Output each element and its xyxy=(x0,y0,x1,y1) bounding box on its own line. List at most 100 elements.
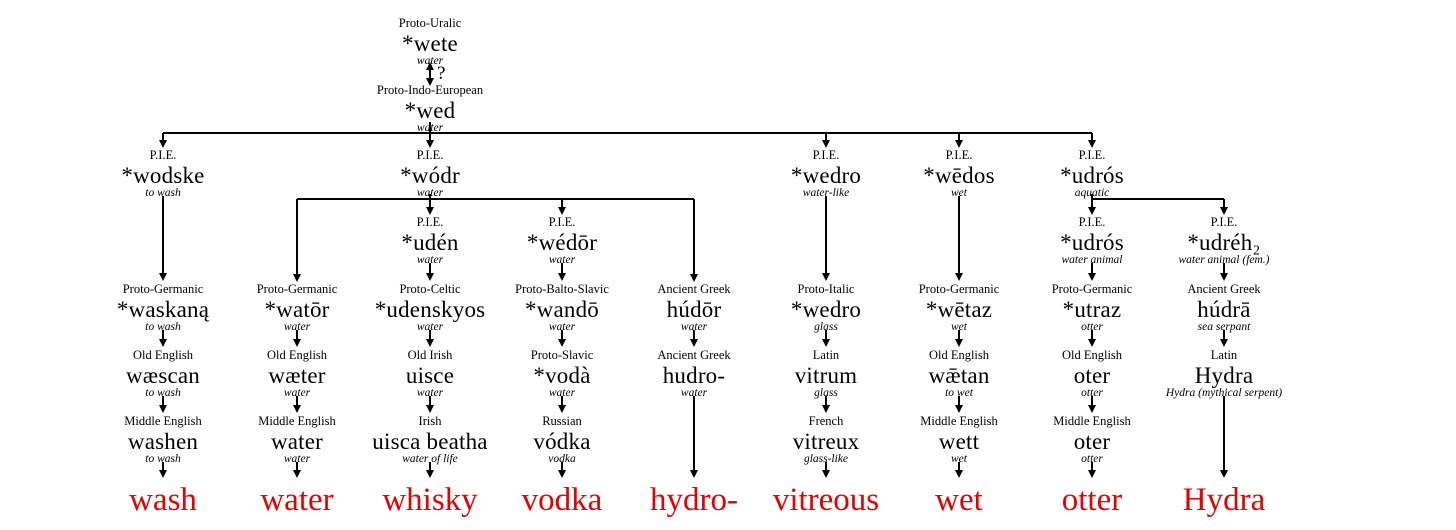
wet-modern-word: wet xyxy=(935,482,983,518)
vodka-node-3-gloss: vodka xyxy=(548,452,576,465)
arrowhead xyxy=(159,470,167,478)
hydro-node-1-lang: Ancient Greek xyxy=(657,348,731,362)
otter-node-3-gloss: otter xyxy=(1081,452,1103,465)
proto-uralic-node-lang: Proto-Uralic xyxy=(398,16,462,30)
vodka-node-1-lang: Proto-Balto-Slavic xyxy=(515,282,609,296)
hydro-node-0-lang: Ancient Greek xyxy=(657,282,731,296)
arrowhead xyxy=(558,339,566,347)
arrowhead xyxy=(1220,339,1228,347)
water-node-1-word: wæter xyxy=(268,362,326,388)
arrowhead xyxy=(690,339,698,347)
proto-uralic-node-word: *wete xyxy=(402,30,458,56)
whisky-node-2-lang: Old Irish xyxy=(407,348,453,362)
udros-node-gloss: aquatic xyxy=(1074,186,1110,199)
whisky-node-1-word: *udenskyos xyxy=(374,296,486,322)
vodka-node-2-gloss: water xyxy=(548,386,576,399)
otter-node-1-gloss: otter xyxy=(1081,320,1103,333)
water-node-2-word: water xyxy=(270,428,324,454)
hydra-modern-word: Hydra xyxy=(1182,482,1266,518)
otter-node-1-lang: Proto-Germanic xyxy=(1051,282,1133,296)
wash-node-2-lang: Old English xyxy=(132,348,194,362)
hydra-node-2-word: Hydra xyxy=(1194,362,1254,388)
vodka-node-1-gloss: water xyxy=(548,320,576,333)
whisky-node-3-gloss: water of life xyxy=(402,452,458,465)
wet-node-1-lang: Proto-Germanic xyxy=(918,282,1000,296)
arrowhead xyxy=(955,405,963,413)
arrowhead xyxy=(1220,470,1228,478)
wet-node-2-gloss: to wet xyxy=(945,386,973,399)
udros-node-word: *udrós xyxy=(1060,162,1124,188)
water-node-0-word: *watōr xyxy=(264,296,330,322)
hydro-node-0-gloss: water xyxy=(680,320,708,333)
water-node-1-lang: Old English xyxy=(266,348,328,362)
arrowhead xyxy=(822,470,830,478)
arrowhead xyxy=(293,405,301,413)
hydra-node-2-gloss: Hydra (mythical serpent) xyxy=(1165,386,1283,399)
arrowhead xyxy=(426,273,434,281)
wash-node-1-gloss: to wash xyxy=(145,320,181,333)
wash-node-0-lang: P.I.E. xyxy=(149,148,177,162)
arrowhead xyxy=(822,140,830,148)
whisky-node-0-word: *udén xyxy=(401,229,459,255)
whisky-node-2-word: uisce xyxy=(405,362,455,388)
whisky-node-1-gloss: water xyxy=(416,320,444,333)
arrowhead xyxy=(558,470,566,478)
arrowhead xyxy=(159,140,167,148)
wash-node-2-word: wæscan xyxy=(125,362,201,388)
wet-node-2-lang: Old English xyxy=(928,348,990,362)
arrowhead xyxy=(1088,273,1096,281)
arrowhead xyxy=(426,62,434,70)
hydra-node-1-word: húdrā xyxy=(1197,296,1251,322)
arrowhead xyxy=(426,207,434,215)
vodka-node-0-gloss: water xyxy=(548,253,576,266)
wash-node-3-word: washen xyxy=(127,428,199,454)
udros-node-lang: P.I.E. xyxy=(1078,148,1106,162)
arrowhead xyxy=(426,405,434,413)
arrowhead xyxy=(558,273,566,281)
arrowhead xyxy=(955,140,963,148)
proto-indo-european-node-lang: Proto-Indo-European xyxy=(376,83,484,97)
vitreous-node-0-word: *wedro xyxy=(790,162,862,188)
proto-uralic-node-gloss: water xyxy=(416,54,444,67)
vodka-node-0-lang: P.I.E. xyxy=(548,215,576,229)
arrowhead xyxy=(955,273,963,281)
wet-node-1-word: *wētaz xyxy=(925,296,993,322)
arrowhead xyxy=(955,339,963,347)
arrowhead xyxy=(690,274,698,282)
wash-node-1-word: *waskaną xyxy=(116,296,210,322)
arrowhead xyxy=(822,405,830,413)
vitreous-node-1-lang: Proto-Italic xyxy=(797,282,855,296)
vodka-node-2-lang: Proto-Slavic xyxy=(530,348,594,362)
water-node-0-gloss: water xyxy=(283,320,311,333)
whisky-node-3-word: uisca beatha xyxy=(372,428,488,454)
vitreous-modern-word: vitreous xyxy=(772,482,880,518)
wet-node-3-lang: Middle English xyxy=(920,414,998,428)
hydro-node-1-gloss: water xyxy=(680,386,708,399)
vitreous-node-1-gloss: glass xyxy=(814,320,838,333)
vitreous-node-3-gloss: glass-like xyxy=(803,452,849,465)
vodka-node-2-word: *vodà xyxy=(533,362,591,388)
otter-node-2-word: oter xyxy=(1073,362,1111,388)
wet-node-3-gloss: wet xyxy=(951,452,967,465)
